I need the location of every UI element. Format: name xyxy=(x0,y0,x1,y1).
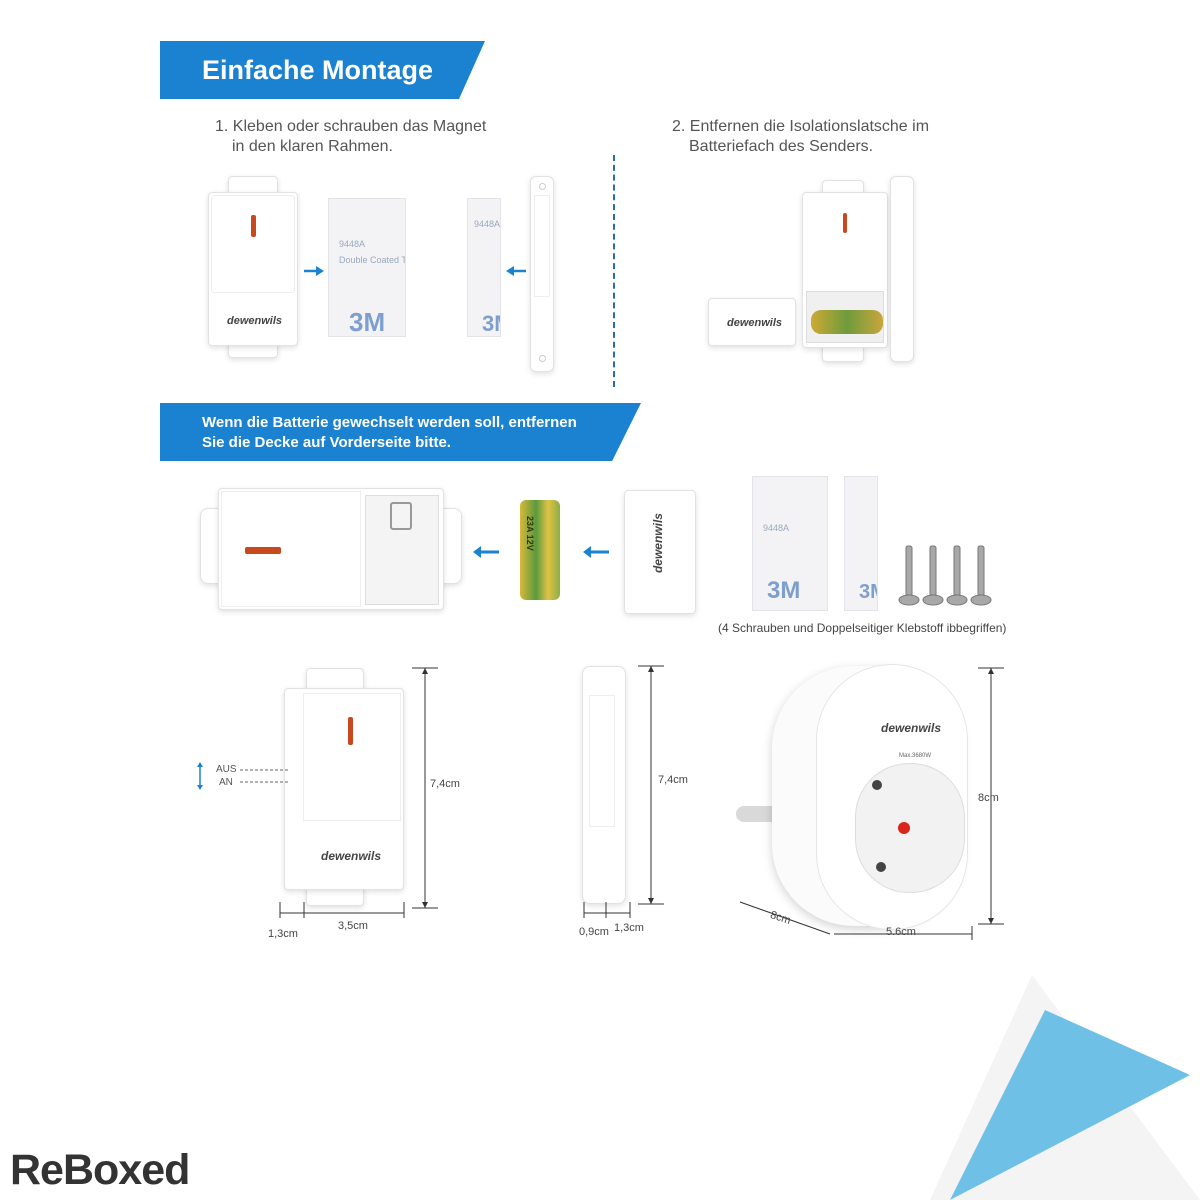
magnet-device xyxy=(890,176,914,362)
tape-logo-small: 3M xyxy=(482,311,500,336)
switch-off-label: AUS xyxy=(216,764,237,775)
sensor-cover xyxy=(303,693,401,821)
title-text: Einfache Montage xyxy=(202,55,434,85)
corner-peel-graphic xyxy=(930,975,1200,1200)
sensor-device-horizontal xyxy=(218,488,444,610)
plug-width-label: 5.6cm xyxy=(886,926,916,938)
step2-line2: Batteriefach des Senders. xyxy=(689,138,874,155)
magnet-device xyxy=(582,666,626,904)
adhesive-tape-small: 3M 9448A xyxy=(467,198,501,337)
screw-hole-icon xyxy=(539,183,546,190)
battery-label: 23A 12V xyxy=(525,516,535,551)
tape-code: 9448A xyxy=(763,523,790,533)
screws-icon xyxy=(898,545,992,606)
battery-cover: dewenwils xyxy=(624,490,696,614)
tape-code-small: 9448A xyxy=(474,219,501,229)
step2-line1: 2. Entfernen die Isolationslatsche im xyxy=(672,118,930,135)
magnet-body xyxy=(589,695,615,827)
battery-hint-banner: Wenn die Batterie gewechselt werden soll… xyxy=(160,403,641,461)
screw-hole-icon xyxy=(539,355,546,362)
battery-compartment xyxy=(365,495,439,605)
width-dimension-line xyxy=(279,902,405,918)
accessories-caption: (4 Schrauben und Doppelseitiger Klebstof… xyxy=(718,621,1007,635)
plug-pin xyxy=(736,806,780,822)
plug-height-label: 8cm xyxy=(978,792,999,804)
height-dimension-line xyxy=(638,665,664,905)
sensor-height-label: 7,4cm xyxy=(430,778,460,790)
step1-text: 1. Kleben oder schrauben das Magnet in d… xyxy=(215,117,486,157)
plug-rating: Max.3680W xyxy=(899,753,932,759)
magnet-depth-label: 1,3cm xyxy=(614,922,644,934)
led-indicator xyxy=(245,547,281,554)
battery-icon xyxy=(811,310,883,334)
power-switch-indicator xyxy=(197,762,288,790)
battery-cover: dewenwils xyxy=(708,298,796,346)
battery-hint-line2: Sie die Decke auf Vorderseite bitte. xyxy=(202,434,451,451)
smart-plug-face: dewenwils Max.3680W xyxy=(816,664,968,930)
step1-line2: in den klaren Rahmen. xyxy=(232,138,393,155)
tape-text: Double Coated Tissue xyxy=(339,255,405,265)
status-led-icon xyxy=(898,822,910,834)
brand-logo: dewenwils xyxy=(881,721,942,735)
sensor-cover xyxy=(221,491,361,607)
led-indicator xyxy=(843,213,847,233)
arrow-left-icon xyxy=(473,546,499,558)
led-indicator xyxy=(348,717,353,745)
adhesive-tape-large: 3M 9448A xyxy=(752,476,828,611)
magnet-body xyxy=(534,195,550,297)
sensor-device: dewenwils xyxy=(284,688,404,890)
arrow-left-icon xyxy=(506,266,526,276)
switch-on-label: AN xyxy=(219,777,233,788)
brand-logo: dewenwils xyxy=(227,315,283,327)
brand-logo: dewenwils xyxy=(321,849,382,863)
socket-hole-icon xyxy=(876,862,886,872)
socket-outlet xyxy=(855,763,965,893)
tape-logo-small: 3M xyxy=(859,581,877,603)
sensor-device: dewenwils xyxy=(208,192,298,346)
arrow-right-icon xyxy=(304,266,324,276)
magnet-device xyxy=(530,176,554,372)
step1-line1: 1. Kleben oder schrauben das Magnet xyxy=(215,118,487,135)
led-indicator xyxy=(251,215,256,237)
depth-width-dimension-lines xyxy=(739,901,973,940)
tape-code: 9448A xyxy=(339,239,366,249)
adhesive-tape-large: 3M 9448A Double Coated Tissue xyxy=(328,198,406,337)
height-dimension-line xyxy=(978,667,1004,925)
spring-contact-icon xyxy=(390,502,412,530)
sensor-depth-label: 1,3cm xyxy=(268,928,298,940)
magnet-height-label: 7,4cm xyxy=(658,774,688,786)
brand-logo: dewenwils xyxy=(727,317,783,329)
battery-compartment xyxy=(806,291,884,343)
socket-hole-icon xyxy=(872,780,882,790)
tape-logo: 3M xyxy=(767,577,801,604)
sensor-width-label: 3,5cm xyxy=(338,920,368,932)
opened-sensor-device xyxy=(802,192,888,348)
section-divider xyxy=(613,155,615,387)
battery-hint-line1: Wenn die Batterie gewechselt werden soll… xyxy=(202,414,577,431)
step2-text: 2. Entfernen die Isolationslatsche im Ba… xyxy=(672,117,929,157)
battery-icon: 23A 12V xyxy=(520,500,560,600)
reboxed-logo: ReBoxed xyxy=(10,1146,190,1194)
tape-logo: 3M xyxy=(349,307,386,337)
height-dimension-line xyxy=(412,667,438,909)
brand-logo: dewenwils xyxy=(651,513,665,574)
arrow-left-icon xyxy=(583,546,609,558)
title-banner: Einfache Montage xyxy=(160,41,485,99)
width-dimension-line xyxy=(583,902,631,918)
adhesive-tape-small: 3M xyxy=(844,476,878,611)
magnet-width-label: 0,9cm xyxy=(579,926,609,938)
sensor-cover xyxy=(211,195,295,293)
